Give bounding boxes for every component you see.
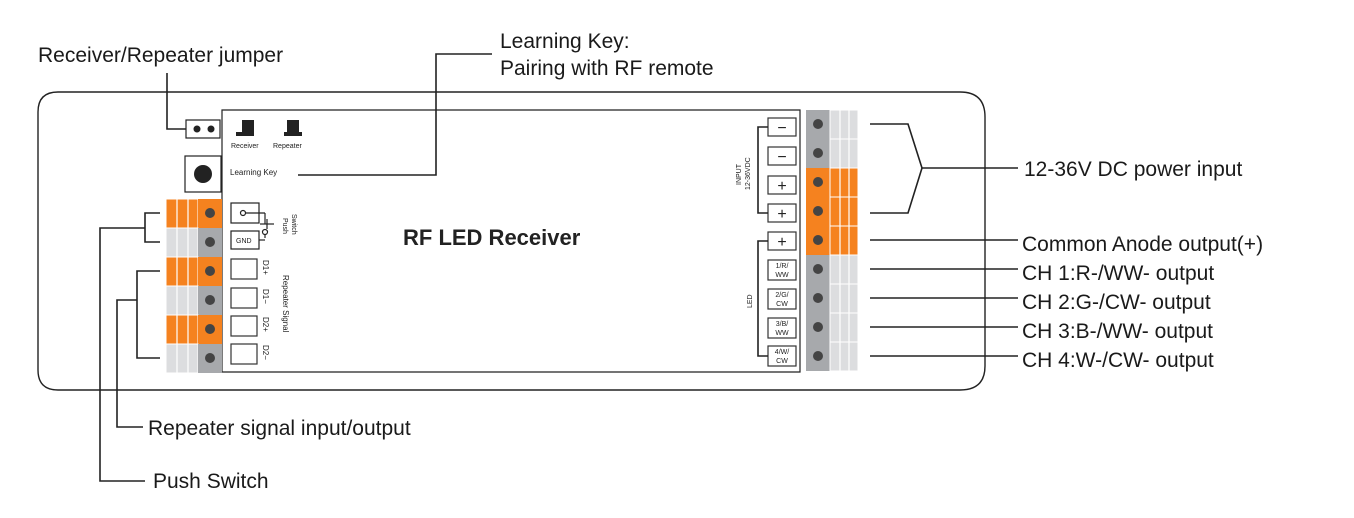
learning-key-callout-line1: Learning Key: <box>500 30 630 53</box>
learning-key-leader <box>298 53 492 176</box>
voltage-label: 12-36VDC <box>745 157 752 190</box>
jumper-pin-2 <box>207 125 215 133</box>
power-input-callout: 12-36V DC power input <box>1024 158 1242 181</box>
ch4-box-line1: 4/W/ <box>775 349 789 356</box>
repeater-signal-leader <box>116 270 160 428</box>
ch3-box <box>767 317 797 339</box>
d1-plus-label: D1+ <box>261 260 270 275</box>
learning-key-label: Learning Key <box>230 168 277 177</box>
device-housing <box>37 91 986 391</box>
led-bracket <box>757 240 768 357</box>
ch1-box <box>767 259 797 281</box>
ch1-box-line2: WW <box>775 272 789 279</box>
input-minus-sign-1: − <box>777 120 786 137</box>
ch2-box <box>767 288 797 310</box>
jumper-block <box>185 119 221 139</box>
left-terminal-block <box>165 198 222 374</box>
repeater-jumper-icon <box>284 120 302 136</box>
repeater-signal-label: Repeater Signal <box>281 275 290 333</box>
common-anode-callout: Common Anode output(+) <box>1022 233 1263 256</box>
jumper-pin-1 <box>193 125 201 133</box>
input-plus-sign-1: + <box>777 178 786 195</box>
d2-plus-box <box>230 315 258 337</box>
input-minus-sign-2: − <box>777 149 786 166</box>
ch4-callout: CH 4:W-/CW- output <box>1022 349 1214 372</box>
d2-plus-label: D2+ <box>261 317 270 332</box>
push-switch-callout: Push Switch <box>153 470 269 493</box>
input-plus-sign-2: + <box>777 206 786 223</box>
repeater-label: Repeater <box>273 143 302 150</box>
learning-key-callout-line2: Pairing with RF remote <box>500 57 714 80</box>
push-switch-symbol <box>230 202 274 241</box>
ch2-box-line1: 2/G/ <box>775 292 788 299</box>
d2-minus-label: D2− <box>261 345 270 360</box>
ch2-box-line2: CW <box>776 301 788 308</box>
repeater-signal-callout: Repeater signal input/output <box>148 417 411 440</box>
gnd-box <box>230 230 260 250</box>
d1-minus-label: D1− <box>261 289 270 304</box>
gnd-label: GND <box>236 238 252 245</box>
led-label: LED <box>747 294 754 308</box>
d1-plus-box <box>230 258 258 280</box>
learning-key-knob <box>194 165 212 183</box>
ch1-callout: CH 1:R-/WW- output <box>1022 262 1214 285</box>
ch3-callout: CH 3:B-/WW- output <box>1022 320 1213 343</box>
push-switch-leader <box>99 212 160 482</box>
input-bracket <box>757 126 768 214</box>
ch1-box-line1: 1/R/ <box>776 263 789 270</box>
power-input-leader <box>870 123 923 214</box>
board-title: RF LED Receiver <box>403 225 581 250</box>
d2-minus-box <box>230 343 258 365</box>
input-plus-box-1 <box>767 175 797 195</box>
push-label: Push <box>281 218 288 234</box>
led-plus-sign: + <box>777 234 786 251</box>
receiver-label: Receiver <box>231 143 259 150</box>
jumper-callout: Receiver/Repeater jumper <box>38 44 283 67</box>
ch4-box-line2: CW <box>776 358 788 365</box>
ch3-box-line1: 3/B/ <box>776 321 789 328</box>
input-label: INPUT <box>736 163 743 185</box>
ch2-callout: CH 2:G-/CW- output <box>1022 291 1211 314</box>
switch-label: Switch <box>290 214 297 235</box>
jumper-leader <box>166 73 186 130</box>
input-minus-box-2 <box>767 146 797 166</box>
ch3-box-line2: WW <box>775 330 789 337</box>
receiver-jumper-icon <box>236 120 254 136</box>
right-terminal-block <box>806 109 859 372</box>
d1-minus-box <box>230 287 258 309</box>
